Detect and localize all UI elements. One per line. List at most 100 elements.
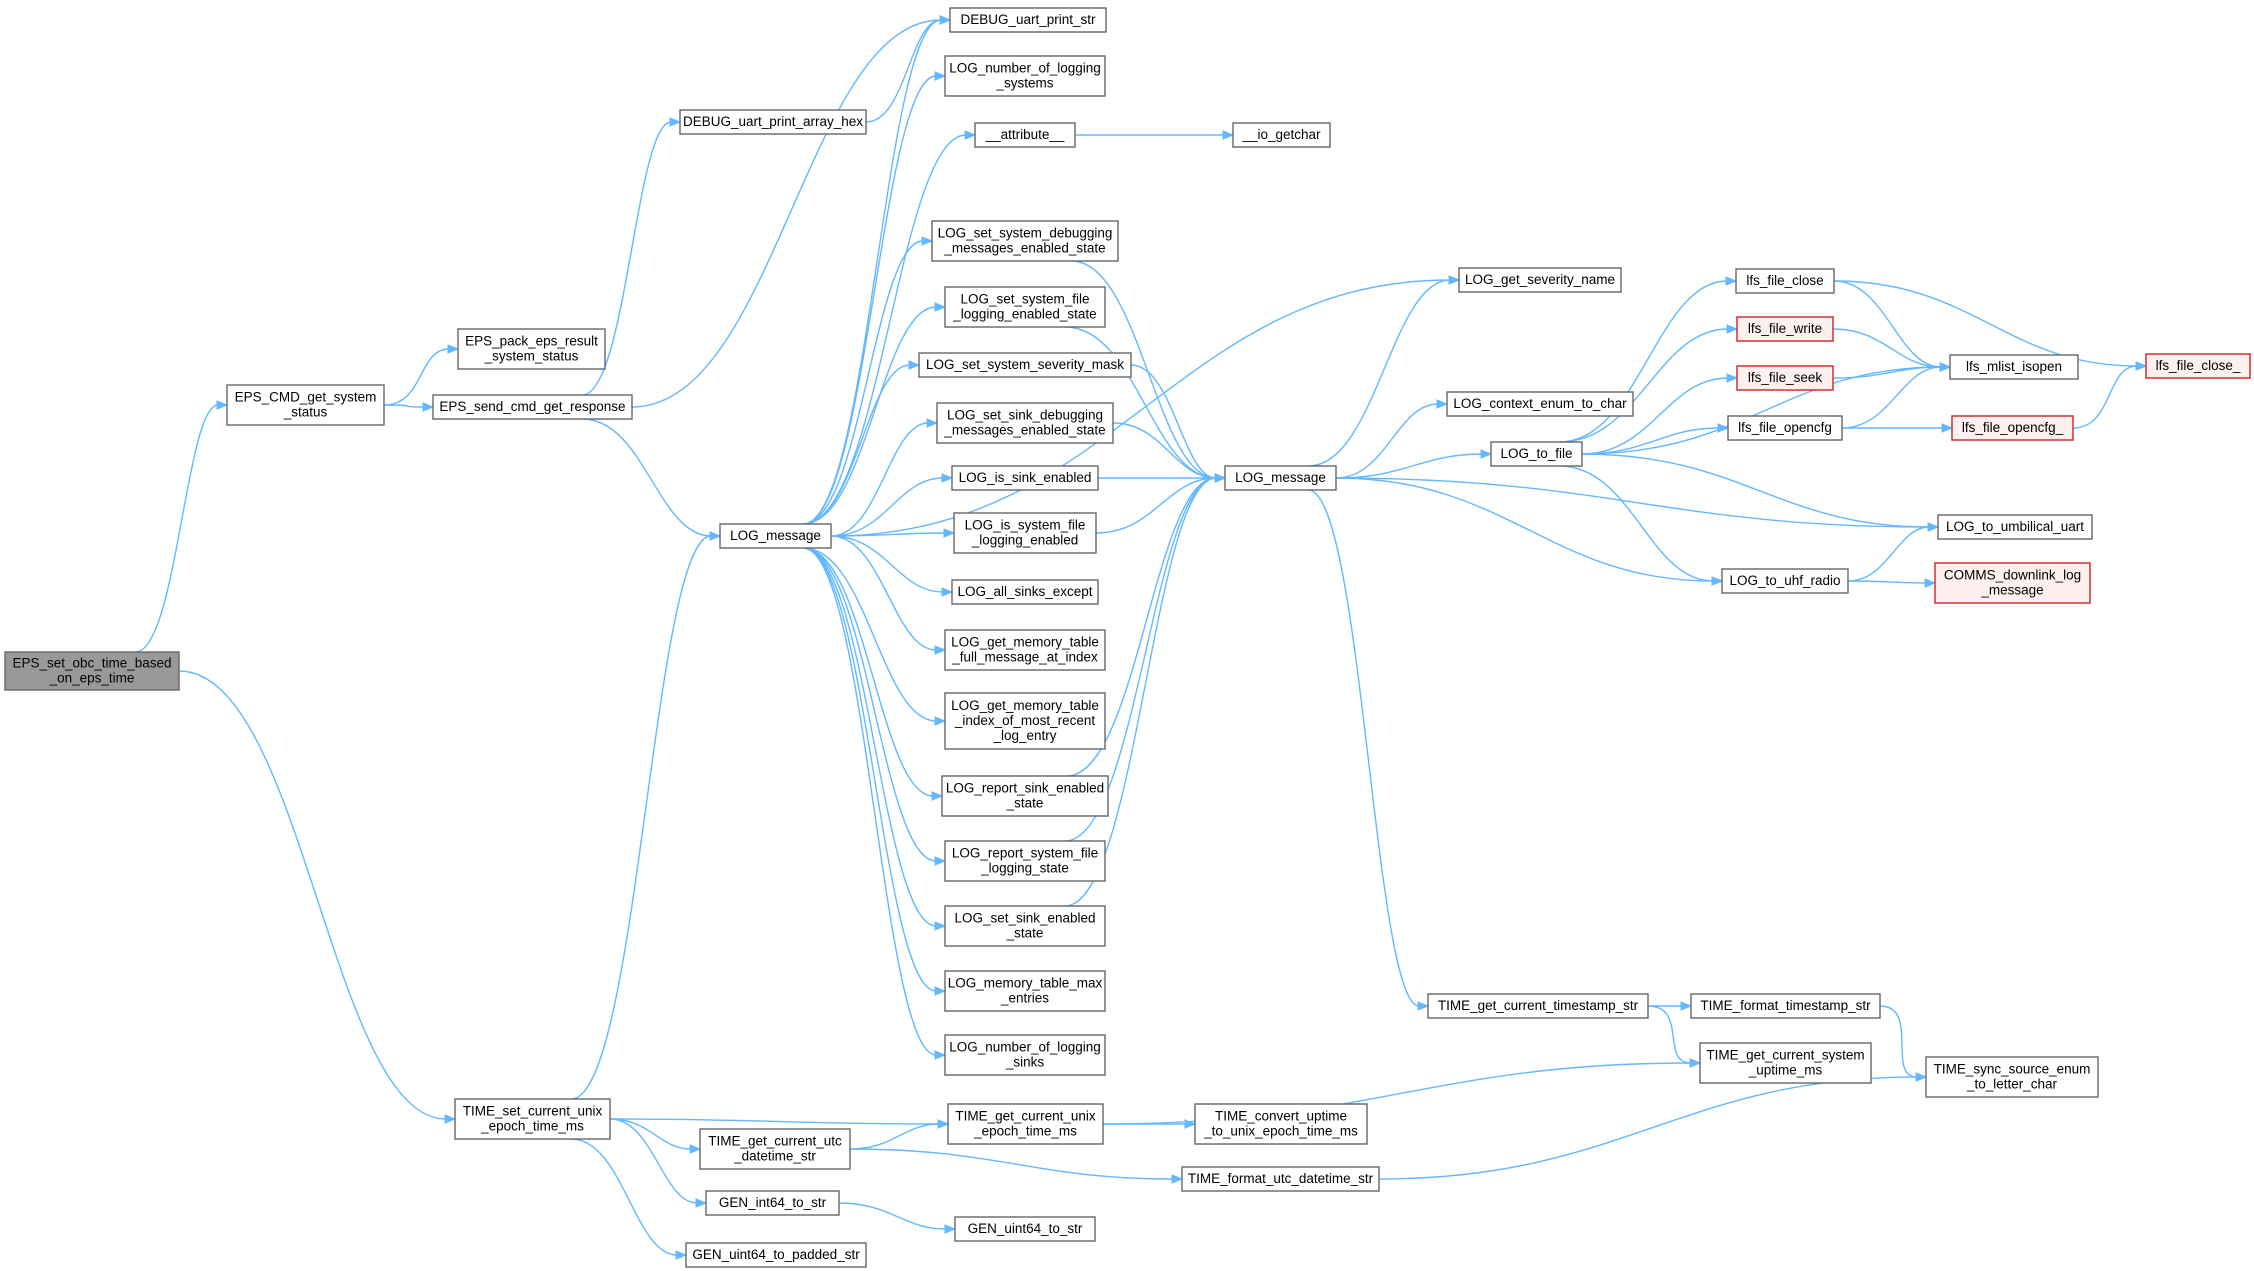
edge-time-set-to-get-unix: [609, 1118, 950, 1129]
edge-eps-cmd-to-eps-pack: [383, 344, 460, 406]
node-label: LOG_number_of_logging: [949, 1040, 1101, 1055]
edge-log-msg1-to-rep-sink: [803, 547, 944, 801]
edge-eps-send-to-log-msg1: [582, 418, 722, 541]
edge-arrowhead: [1726, 373, 1739, 383]
graph-node-all-sinks[interactable]: LOG_all_sinks_except: [951, 579, 1099, 605]
graph-node-is-sink[interactable]: LOG_is_sink_enabled: [951, 465, 1099, 491]
node-label: _full_message_at_index: [951, 650, 1098, 665]
graph-node-lfs-mlist[interactable]: lfs_mlist_isopen: [1949, 354, 2079, 380]
edge-ts-str-to-fmt-ts: [1648, 1001, 1693, 1011]
graph-node-time-set[interactable]: TIME_set_current_unix_epoch_time_ms: [454, 1098, 611, 1140]
graph-node-get-unix[interactable]: TIME_get_current_unix_epoch_time_ms: [947, 1103, 1104, 1145]
node-label: __io_getchar: [1241, 127, 1321, 142]
node-label: _logging_enabled_state: [952, 307, 1096, 322]
edge-arrowhead: [908, 360, 921, 370]
node-label: _system_status: [484, 349, 579, 364]
graph-node-mem-idx[interactable]: LOG_get_memory_table_index_of_most_recen…: [944, 692, 1106, 750]
graph-node-ls-sev[interactable]: LOG_set_system_severity_mask: [918, 352, 1132, 378]
graph-node-lfs-opencfg[interactable]: lfs_file_opencfg: [1727, 415, 1843, 441]
graph-node-attr[interactable]: __attribute__: [974, 122, 1076, 148]
node-label: _systems: [995, 76, 1053, 91]
node-box: [1934, 562, 2091, 604]
edge-arrowhead: [1171, 1174, 1184, 1184]
node-label: GEN_uint64_to_padded_str: [692, 1247, 860, 1262]
edge-path: [1064, 326, 1217, 479]
edge-arrowhead: [943, 528, 956, 538]
graph-node-ts-str[interactable]: TIME_get_current_timestamp_str: [1427, 993, 1649, 1019]
graph-node-eps-send[interactable]: EPS_send_cmd_get_response: [432, 394, 633, 420]
edge-path: [1559, 280, 1728, 443]
edge-to-file-to-lfs-seek: [1581, 373, 1739, 455]
edge-path: [1112, 422, 1217, 479]
edge-arrowhead: [934, 1050, 947, 1060]
graph-node-lfs-close-[interactable]: lfs_file_close_: [2145, 353, 2251, 379]
graph-node-comms[interactable]: COMMS_downlink_log_message: [1934, 562, 2091, 604]
node-label: LOG_message: [730, 528, 821, 543]
node-label: _to_unix_epoch_time_ms: [1203, 1124, 1358, 1139]
graph-node-lfs-seek[interactable]: lfs_file_seek: [1736, 365, 1834, 391]
graph-node-dbg-str[interactable]: DEBUG_uart_print_str: [949, 7, 1107, 33]
node-label: TIME_convert_uptime: [1215, 1109, 1347, 1124]
node-label: TIME_get_current_utc: [708, 1134, 842, 1149]
edge-arrowhead: [1924, 578, 1937, 588]
graph-node-fmt-utc[interactable]: TIME_format_utc_datetime_str: [1181, 1166, 1380, 1192]
node-label: LOG_to_file: [1500, 446, 1572, 461]
graph-node-dbg-hex[interactable]: DEBUG_uart_print_array_hex: [679, 109, 867, 135]
graph-node-ls-sys-dbg[interactable]: LOG_set_system_debugging_messages_enable…: [931, 220, 1119, 262]
graph-node-mem-full[interactable]: LOG_get_memory_table_full_message_at_ind…: [944, 629, 1106, 671]
edge-path: [1378, 1076, 1918, 1180]
graph-node-lfs-close[interactable]: lfs_file_close: [1735, 268, 1835, 294]
node-box: [679, 109, 867, 135]
graph-node-root[interactable]: EPS_set_obc_time_based_on_eps_time: [4, 651, 180, 691]
graph-node-uptime[interactable]: TIME_get_current_system_uptime_ms: [1699, 1042, 1872, 1084]
node-label: LOG_is_sink_enabled: [959, 470, 1092, 485]
graph-node-ls-sink-dbg[interactable]: LOG_set_sink_debugging_messages_enabled_…: [936, 402, 1114, 444]
graph-node-is-sys-file[interactable]: LOG_is_system_file_logging_enabled: [953, 512, 1097, 554]
graph-node-gen-padded[interactable]: GEN_uint64_to_padded_str: [685, 1242, 867, 1268]
edge-get-unix-to-conv-up: [1103, 1119, 1197, 1129]
node-box: [944, 55, 1106, 97]
graph-node-rep-sys[interactable]: LOG_report_system_file_logging_state: [944, 840, 1106, 882]
node-box: [944, 840, 1106, 882]
edge-arrowhead: [1184, 1119, 1197, 1129]
node-box: [719, 523, 832, 549]
edge-path: [1879, 1005, 1918, 1078]
edge-time-set-to-log-msg1: [571, 531, 722, 1100]
node-box: [705, 1190, 840, 1216]
node-label: _logging_state: [980, 861, 1069, 876]
graph-node-to-uhf[interactable]: LOG_to_uhf_radio: [1721, 568, 1849, 594]
graph-node-rep-sink[interactable]: LOG_report_sink_enabled_state: [941, 775, 1109, 817]
graph-node-set-sink-en[interactable]: LOG_set_sink_enabled_state: [944, 905, 1106, 947]
graph-node-eps-pack[interactable]: EPS_pack_eps_result_system_status: [457, 328, 606, 370]
graph-node-fmt-ts[interactable]: TIME_format_timestamp_str: [1690, 993, 1881, 1019]
graph-node-conv-up[interactable]: TIME_convert_uptime_to_unix_epoch_time_m…: [1194, 1103, 1368, 1145]
edge-path: [1308, 489, 1420, 1007]
edge-path: [1095, 477, 1217, 534]
graph-node-sync-enum[interactable]: TIME_sync_source_enum_to_letter_char: [1925, 1056, 2099, 1098]
graph-node-lfs-opencfg-[interactable]: lfs_file_opencfg_: [1951, 415, 2074, 441]
edge-arrowhead: [422, 402, 435, 412]
graph-node-to-file[interactable]: LOG_to_file: [1490, 441, 1583, 467]
graph-node-eps-cmd[interactable]: EPS_CMD_get_system_status: [226, 384, 385, 426]
graph-node-log-num-sys[interactable]: LOG_number_of_logging_systems: [944, 55, 1106, 97]
graph-node-sev-name[interactable]: LOG_get_severity_name: [1458, 267, 1622, 293]
edge-lfs-write-to-lfs-mlist: [1832, 328, 1952, 372]
graph-node-mem-max[interactable]: LOG_memory_table_max_entries: [944, 970, 1106, 1012]
graph-node-gen-uint64[interactable]: GEN_uint64_to_str: [954, 1216, 1096, 1242]
graph-node-gen-int64[interactable]: GEN_int64_to_str: [705, 1190, 840, 1216]
graph-node-to-uart[interactable]: LOG_to_umbilical_uart: [1937, 514, 2093, 540]
edge-path: [830, 279, 1451, 537]
node-label: lfs_file_seek: [1748, 370, 1823, 385]
graph-node-getchar[interactable]: __io_getchar: [1232, 122, 1331, 148]
graph-node-ctx-enum[interactable]: LOG_context_enum_to_char: [1446, 391, 1634, 417]
edge-arrowhead: [1939, 362, 1952, 372]
edge-path: [178, 670, 447, 1120]
graph-node-log-msg1[interactable]: LOG_message: [719, 523, 832, 549]
edge-path: [803, 547, 937, 927]
graph-node-ls-sys-file[interactable]: LOG_set_system_file_logging_enabled_stat…: [944, 286, 1106, 328]
graph-node-utc-str[interactable]: TIME_get_current_utc_datetime_str: [699, 1128, 851, 1170]
graph-node-num-sinks[interactable]: LOG_number_of_logging_sinks: [944, 1034, 1106, 1076]
graph-node-log-msg2[interactable]: LOG_message: [1224, 465, 1337, 491]
edge-path: [582, 121, 672, 396]
graph-node-lfs-write[interactable]: lfs_file_write: [1736, 316, 1834, 342]
